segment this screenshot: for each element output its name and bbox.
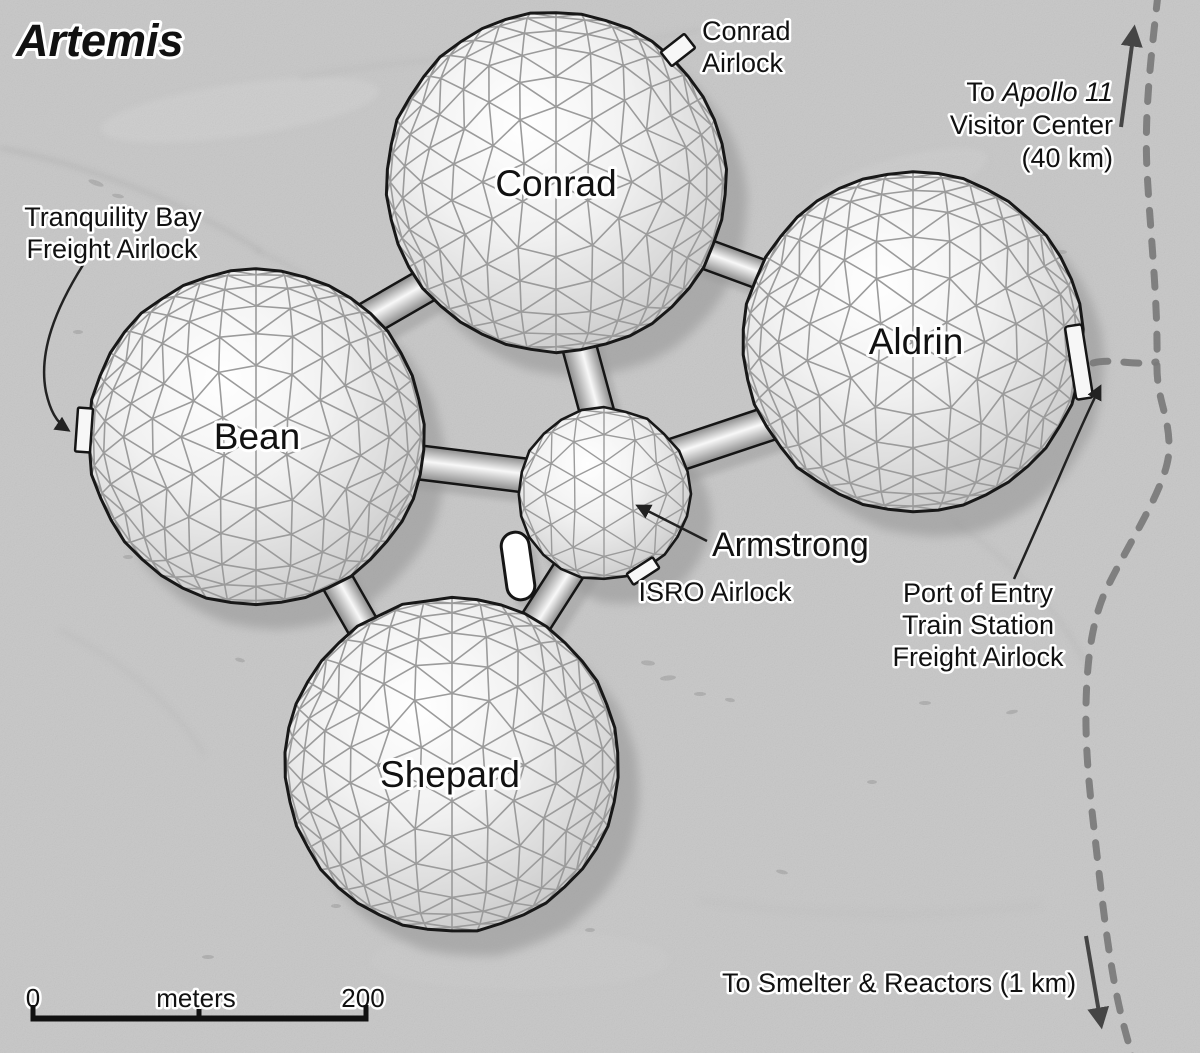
conrad-airlock-marker bbox=[659, 33, 697, 67]
scale-end: 200 bbox=[341, 983, 384, 1013]
dome-label-bean: Bean bbox=[214, 416, 300, 457]
dome-conrad bbox=[384, 11, 728, 355]
page-title: Artemis bbox=[15, 15, 184, 66]
label-apollo-line3: (40 km) bbox=[1021, 143, 1113, 173]
arrows bbox=[42, 24, 1143, 1030]
scale-bar-ticks bbox=[30, 1005, 369, 1016]
armstrong-arrow-icon bbox=[635, 504, 708, 543]
airlock-markers bbox=[73, 33, 1095, 586]
dome-shepard bbox=[283, 595, 620, 933]
train-track bbox=[1082, 0, 1173, 1053]
labels: Artemis Conrad Airlock To Apollo 11 Visi… bbox=[12, 12, 1116, 1001]
label-smelter: To Smelter & Reactors (1 km) bbox=[722, 968, 1076, 998]
tranquility-arrow-icon bbox=[42, 264, 85, 432]
surface-module-capsule bbox=[499, 530, 537, 602]
port-airlock-marker bbox=[1063, 323, 1095, 401]
scale-start: 0 bbox=[26, 983, 40, 1013]
train-track-spur bbox=[1089, 357, 1160, 367]
label-apollo-destination: Apollo 11 bbox=[1000, 77, 1113, 107]
label-port-line3: Freight Airlock bbox=[892, 642, 1064, 672]
smelter-arrow-icon bbox=[1084, 935, 1110, 1030]
label-isro-airlock: ISRO Airlock bbox=[638, 577, 792, 607]
port-arrow-icon bbox=[1012, 384, 1102, 580]
label-apollo-to: To bbox=[966, 77, 1002, 107]
apollo-arrow-icon bbox=[1119, 24, 1143, 128]
label-conrad-airlock-line2: Airlock bbox=[702, 48, 784, 78]
dome-label-aldrin: Aldrin bbox=[869, 321, 964, 362]
scale-unit: meters bbox=[156, 983, 235, 1013]
dome-bean bbox=[87, 267, 426, 607]
label-conrad-airlock-line1: Conrad bbox=[702, 16, 791, 46]
label-port-line2: Train Station bbox=[902, 610, 1054, 640]
dome-armstrong bbox=[517, 405, 693, 581]
domes bbox=[87, 11, 1085, 933]
label-apollo-line1: To Apollo 11 bbox=[966, 77, 1113, 107]
dome-aldrin bbox=[741, 170, 1085, 514]
label-tranquility-line1: Tranquility Bay bbox=[24, 202, 202, 232]
scale-bar: 0 meters 200 bbox=[23, 981, 387, 1022]
label-tranquility-line2: Freight Airlock bbox=[26, 234, 198, 264]
label-apollo-line2: Visitor Center bbox=[950, 110, 1113, 140]
label-port-line1: Port of Entry bbox=[903, 578, 1054, 608]
isro-airlock-marker bbox=[625, 556, 661, 586]
dome-label-shepard: Shepard bbox=[380, 754, 520, 795]
dome-label-conrad: Conrad bbox=[495, 163, 616, 204]
tranquility-airlock-marker bbox=[73, 406, 95, 454]
dome-label-armstrong: Armstrong bbox=[712, 526, 869, 564]
train-track-main bbox=[1082, 0, 1173, 1053]
